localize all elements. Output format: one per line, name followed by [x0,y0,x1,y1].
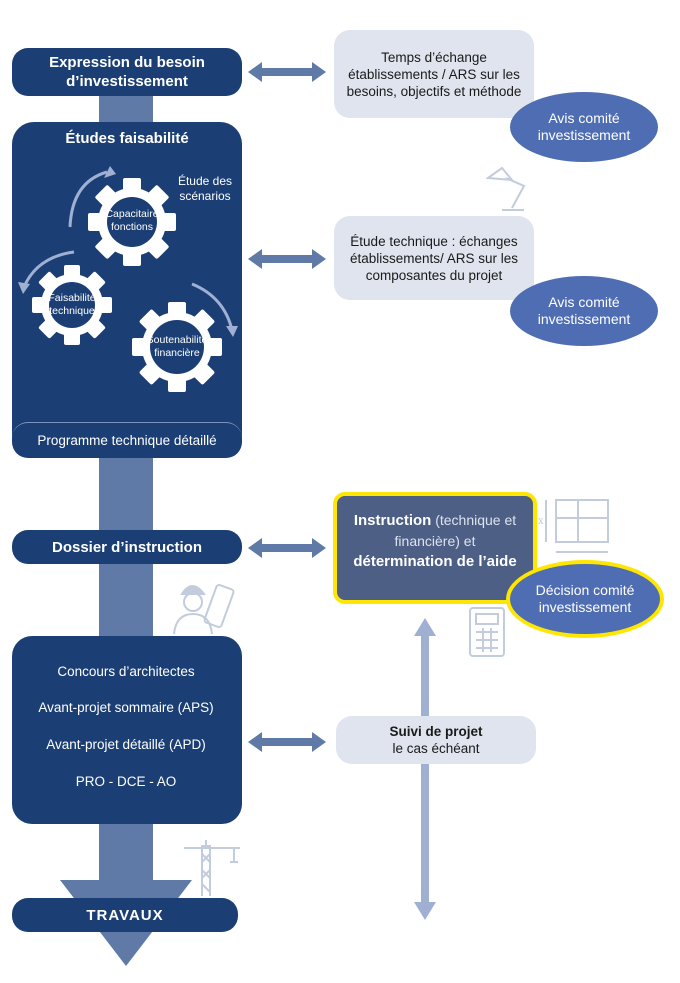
avis-comite-1: Avis comité investissement [510,92,658,162]
bubble-suivi-projet: Suivi de projet le cas échéant [336,716,536,764]
gear-capacitaire-label: Capacitaire fonctions [105,208,159,233]
gear-faisabilite-icon [32,265,112,345]
double-arrow-4 [248,732,326,752]
calculator-icon [469,607,505,657]
gear-capacitaire-icon [88,178,176,266]
double-arrow-2 [248,249,326,269]
bubble-etude-technique: Étude technique : échanges établissement… [334,216,534,300]
curved-arrow-top-icon [68,170,108,228]
phases-panel: Concours d’architectes Avant-projet somm… [12,636,242,824]
phase-pro-dce-ao: PRO - DCE - AO [75,774,177,789]
instruction-box: Instruction (technique et financière) et… [333,492,537,604]
gear-soutenabilite-label: Soutenabilité financière [146,334,208,359]
instruction-determination: détermination de l’aide [353,553,517,570]
gears-illustration [18,166,238,392]
decision-comite: Décision comité investissement [506,560,664,638]
curved-arrow-left-icon [22,250,75,288]
gear-faisabilite-label: Faisabilité technique [48,292,96,317]
lamp-icon [485,166,526,211]
etudes-title: Études faisabilité [65,130,189,147]
phase-apd: Avant-projet détaillé (APD) [46,737,206,752]
step-expression-du-besoin: Expression du besoin d’investissement [12,48,242,96]
crane-icon [184,840,240,896]
instruction-light: (technique et financière) et [394,512,517,549]
worker-icon [173,583,235,635]
phase-concours: Concours d’architectes [57,664,195,679]
gear-soutenabilite-icon [132,302,222,392]
suivi-rest: le cas échéant [392,741,480,756]
bubble-temps-echange: Temps d’échange établissements / ARS sur… [334,30,534,118]
double-arrow-3 [248,538,326,558]
double-arrow-1 [248,62,326,82]
svg-text:x: x [538,516,544,527]
instruction-bold: Instruction [353,512,432,529]
etudes-faisabilite-panel: Études faisabilité [12,122,242,458]
blueprint-icon: x [538,499,609,553]
curved-arrow-right-icon [191,282,234,331]
vertical-double-arrow [414,618,436,920]
phase-aps: Avant-projet sommaire (APS) [38,700,214,715]
step-dossier-instruction: Dossier d’instruction [12,530,242,564]
programme-technique-detaille: Programme technique détaillé [12,422,242,458]
suivi-bold: Suivi de projet [389,724,483,739]
step-travaux: TRAVAUX [12,898,238,932]
scenarios-label: Étude des scénarios [177,174,233,203]
avis-comite-2: Avis comité investissement [510,276,658,346]
